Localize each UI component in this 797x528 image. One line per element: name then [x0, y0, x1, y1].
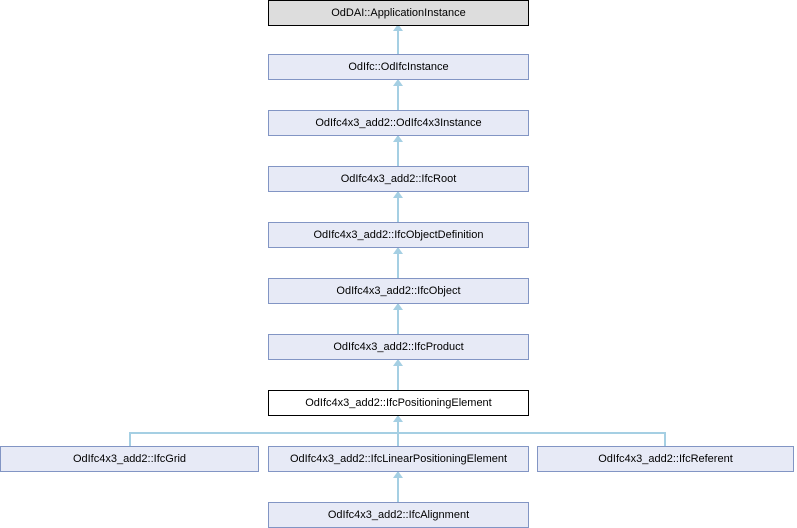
- class-node-ifclinearpositioningelement[interactable]: OdIfc4x3_add2::IfcLinearPositioningEleme…: [268, 446, 529, 472]
- arrowhead-bus-to-n7: [393, 415, 403, 422]
- edge-n5-to-n4: [397, 248, 399, 278]
- arrowhead-n6-to-n5: [393, 303, 403, 310]
- arrowhead-n4-to-n3: [393, 191, 403, 198]
- edge-n2-to-n1: [397, 80, 399, 110]
- arrowhead-n5-to-n4: [393, 247, 403, 254]
- class-node-ifcobject[interactable]: OdIfc4x3_add2::IfcObject: [268, 278, 529, 304]
- edge-n6-to-n5: [397, 304, 399, 334]
- class-node-odifcinstance[interactable]: OdIfc::OdIfcInstance: [268, 54, 529, 80]
- class-node-ifcproduct[interactable]: OdIfc4x3_add2::IfcProduct: [268, 334, 529, 360]
- class-node-application-instance[interactable]: OdDAI::ApplicationInstance: [268, 0, 529, 26]
- edge-n1-to-n0: [397, 26, 399, 54]
- arrowhead-n11-to-n9: [393, 471, 403, 478]
- arrowhead-n7-to-n6: [393, 359, 403, 366]
- edge-bus-to-n8: [129, 432, 131, 447]
- edge-bus-stub: [397, 416, 399, 447]
- class-node-ifcobjectdefinition[interactable]: OdIfc4x3_add2::IfcObjectDefinition: [268, 222, 529, 248]
- class-node-ifcgrid[interactable]: OdIfc4x3_add2::IfcGrid: [0, 446, 259, 472]
- edge-bus-horizontal: [129, 432, 666, 434]
- edge-n7-to-n6: [397, 360, 399, 390]
- arrowhead-n3-to-n2: [393, 135, 403, 142]
- class-node-ifcalignment[interactable]: OdIfc4x3_add2::IfcAlignment: [268, 502, 529, 528]
- edge-n4-to-n3: [397, 192, 399, 222]
- class-node-ifcreferent[interactable]: OdIfc4x3_add2::IfcReferent: [537, 446, 794, 472]
- edge-bus-to-n10: [664, 432, 666, 447]
- class-node-odifc4x3instance[interactable]: OdIfc4x3_add2::OdIfc4x3Instance: [268, 110, 529, 136]
- edge-n11-to-n9: [397, 472, 399, 502]
- class-node-ifcpositioningelement[interactable]: OdIfc4x3_add2::IfcPositioningElement: [268, 390, 529, 416]
- arrowhead-n2-to-n1: [393, 79, 403, 86]
- edge-n3-to-n2: [397, 136, 399, 166]
- class-node-ifcroot[interactable]: OdIfc4x3_add2::IfcRoot: [268, 166, 529, 192]
- arrowhead-n1-to-n0: [393, 24, 403, 31]
